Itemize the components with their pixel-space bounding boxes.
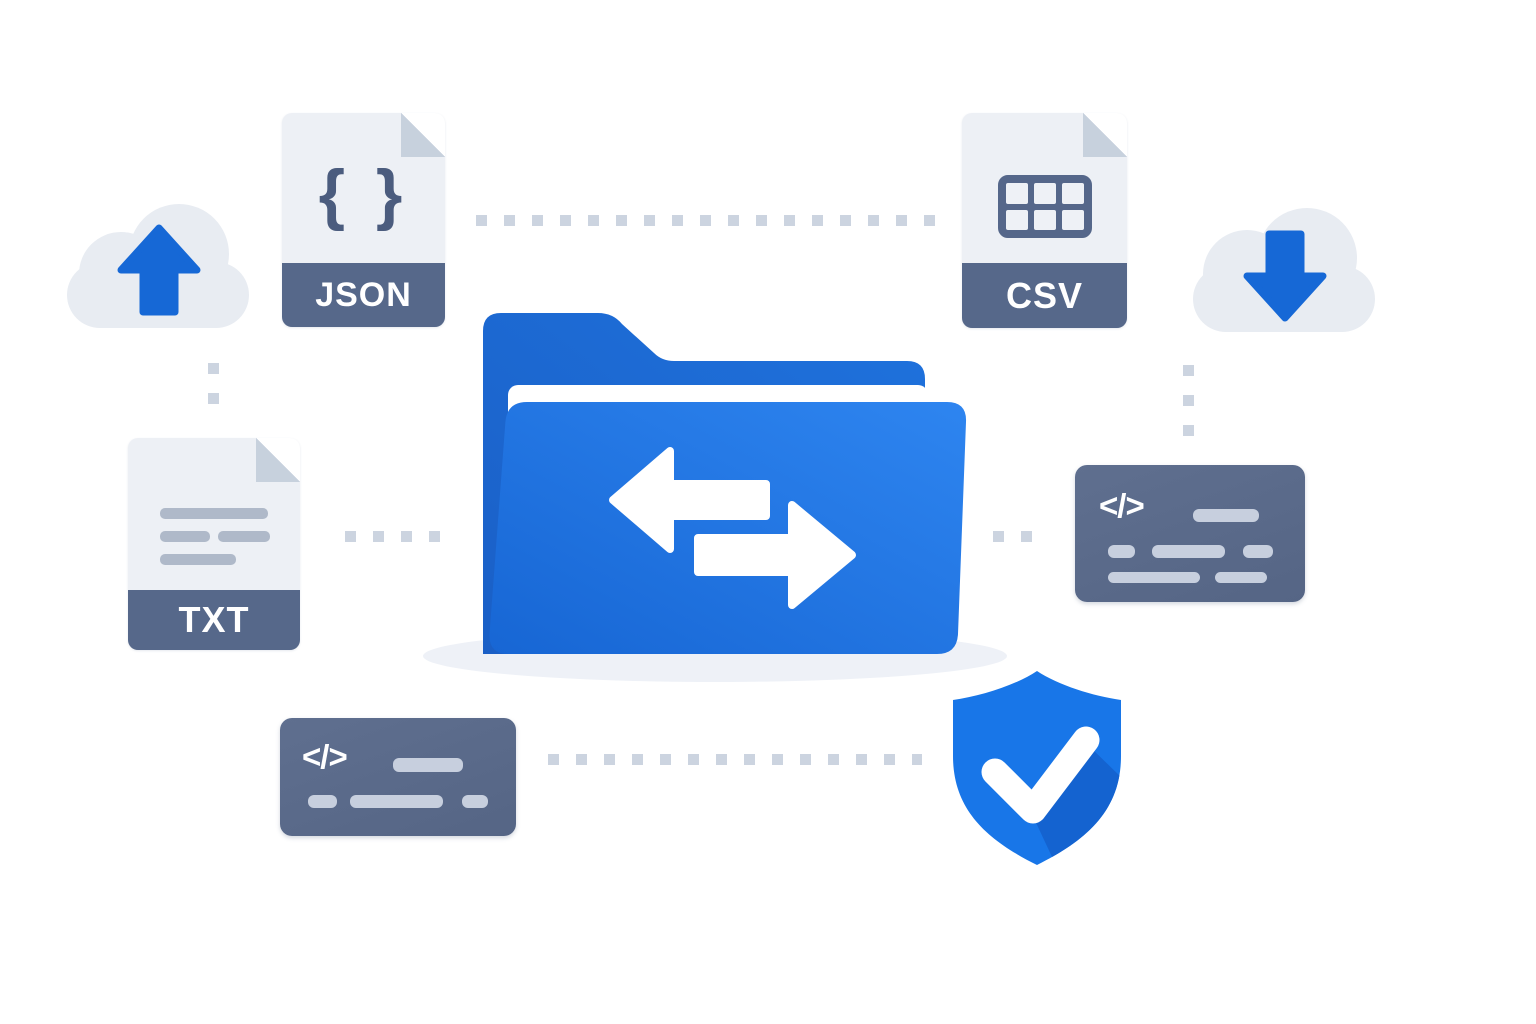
code-tag-glyph: </> (302, 738, 348, 775)
txt-file-icon: TXT (128, 438, 300, 650)
text-line (160, 531, 210, 542)
json-braces-glyph: { } (318, 156, 409, 232)
code-line-bar (393, 758, 463, 772)
code-line-bar (1193, 509, 1259, 522)
text-line (160, 554, 236, 565)
cloud-download-icon (1193, 208, 1375, 332)
security-shield-icon (953, 671, 1121, 865)
code-line-bar (1108, 572, 1200, 583)
code-snippet-icon-bottom: </> (280, 718, 516, 836)
code-tag-glyph: </> (1099, 487, 1145, 524)
upload-arrow-icon (117, 224, 201, 316)
txt-file-label: TXT (128, 590, 300, 650)
page-fold-icon (1083, 113, 1127, 157)
dotted-connector-right-vertical (1183, 365, 1194, 437)
download-arrow-icon (1243, 230, 1327, 322)
dotted-connector-left-middle (345, 531, 441, 542)
json-file-label: JSON (282, 263, 445, 327)
transfer-left-arrow-icon (609, 447, 770, 553)
csv-table-icon (998, 175, 1092, 238)
text-line (160, 508, 268, 519)
code-line-bar (462, 795, 488, 808)
code-line-bar (1152, 545, 1225, 558)
checkmark-icon (981, 726, 1100, 824)
dotted-connector-bottom (548, 754, 922, 765)
csv-file-icon: CSV (962, 113, 1127, 328)
dotted-connector-right-middle (993, 531, 1033, 542)
dotted-connector-left-vertical (208, 363, 219, 405)
text-line (218, 531, 270, 542)
page-fold-icon (401, 113, 445, 157)
json-file-icon: { } JSON (282, 113, 445, 327)
code-line-bar (1215, 572, 1267, 583)
page-fold-icon (256, 438, 300, 482)
csv-file-label: CSV (962, 263, 1127, 328)
code-line-bar (308, 795, 337, 808)
code-line-bar (1243, 545, 1273, 558)
code-snippet-icon-right: </> (1075, 465, 1305, 602)
transfer-right-arrow-icon (694, 501, 856, 609)
code-line-bar (1108, 545, 1135, 558)
code-line-bar (350, 795, 443, 808)
folder-front-panel (489, 402, 967, 654)
dotted-connector-top (476, 215, 936, 226)
cloud-upload-icon (67, 204, 249, 328)
shield-shade (1031, 744, 1121, 859)
transfer-folder-icon (423, 313, 1007, 682)
